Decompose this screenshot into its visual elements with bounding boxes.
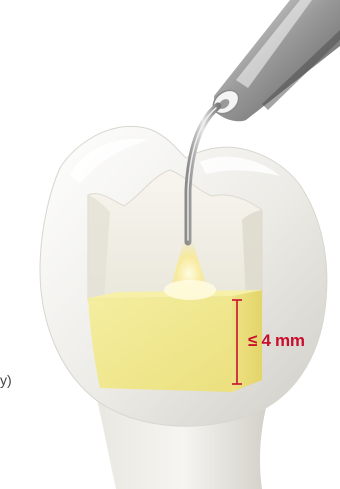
material-glow <box>164 280 216 300</box>
depth-measurement-label: ≤ 4 mm <box>248 331 305 351</box>
edge-text-fragment: y) <box>0 372 12 388</box>
fill-material <box>88 296 232 392</box>
